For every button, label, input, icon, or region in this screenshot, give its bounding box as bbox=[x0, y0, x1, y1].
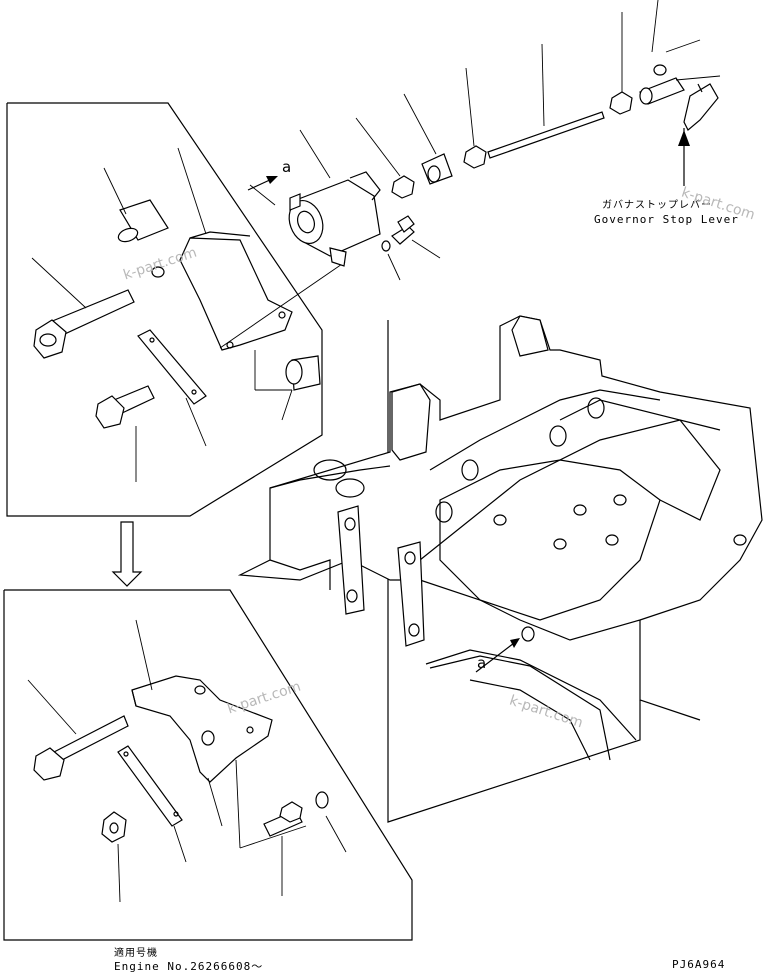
governor-stop-lever-label-jp: ガバナストップレバー bbox=[602, 200, 712, 211]
solenoid-bolt bbox=[381, 215, 441, 281]
stud-lower bbox=[263, 801, 303, 896]
view-marker-a-upper: a bbox=[282, 158, 292, 176]
lower-detail-frame bbox=[3, 589, 413, 941]
solenoid bbox=[288, 129, 381, 267]
governor-stop-lever-label-en: Governor Stop Lever bbox=[594, 213, 739, 226]
nut-lower bbox=[101, 811, 127, 903]
bolt-long-lower bbox=[27, 679, 129, 781]
upper-detail-frame bbox=[6, 102, 323, 517]
spacer-upper bbox=[281, 355, 321, 421]
engine-cylinder-head bbox=[237, 315, 763, 823]
governor-stop-lever bbox=[678, 83, 719, 186]
rod-assembly bbox=[355, 0, 721, 199]
washer-upper bbox=[151, 266, 165, 278]
view-arrow-a-upper bbox=[247, 176, 278, 191]
bolt-long-upper bbox=[31, 257, 135, 359]
lock-plate-upper bbox=[137, 329, 207, 447]
bracket-upper bbox=[177, 147, 293, 351]
lock-plate-lower bbox=[117, 745, 187, 863]
view-arrow-a-lower bbox=[475, 638, 520, 673]
engine-serial-label: Engine No.26266608～ bbox=[114, 960, 264, 973]
washer-lower bbox=[315, 791, 347, 853]
view-marker-a-lower: a bbox=[477, 654, 487, 672]
figure-code: PJ6A964 bbox=[672, 958, 726, 971]
bracket-lower bbox=[131, 619, 273, 783]
collar-part bbox=[103, 167, 169, 243]
applicability-label-jp: 適用号機 bbox=[114, 948, 158, 959]
down-arrow-icon bbox=[111, 521, 143, 587]
bolt-short-upper bbox=[95, 385, 155, 482]
